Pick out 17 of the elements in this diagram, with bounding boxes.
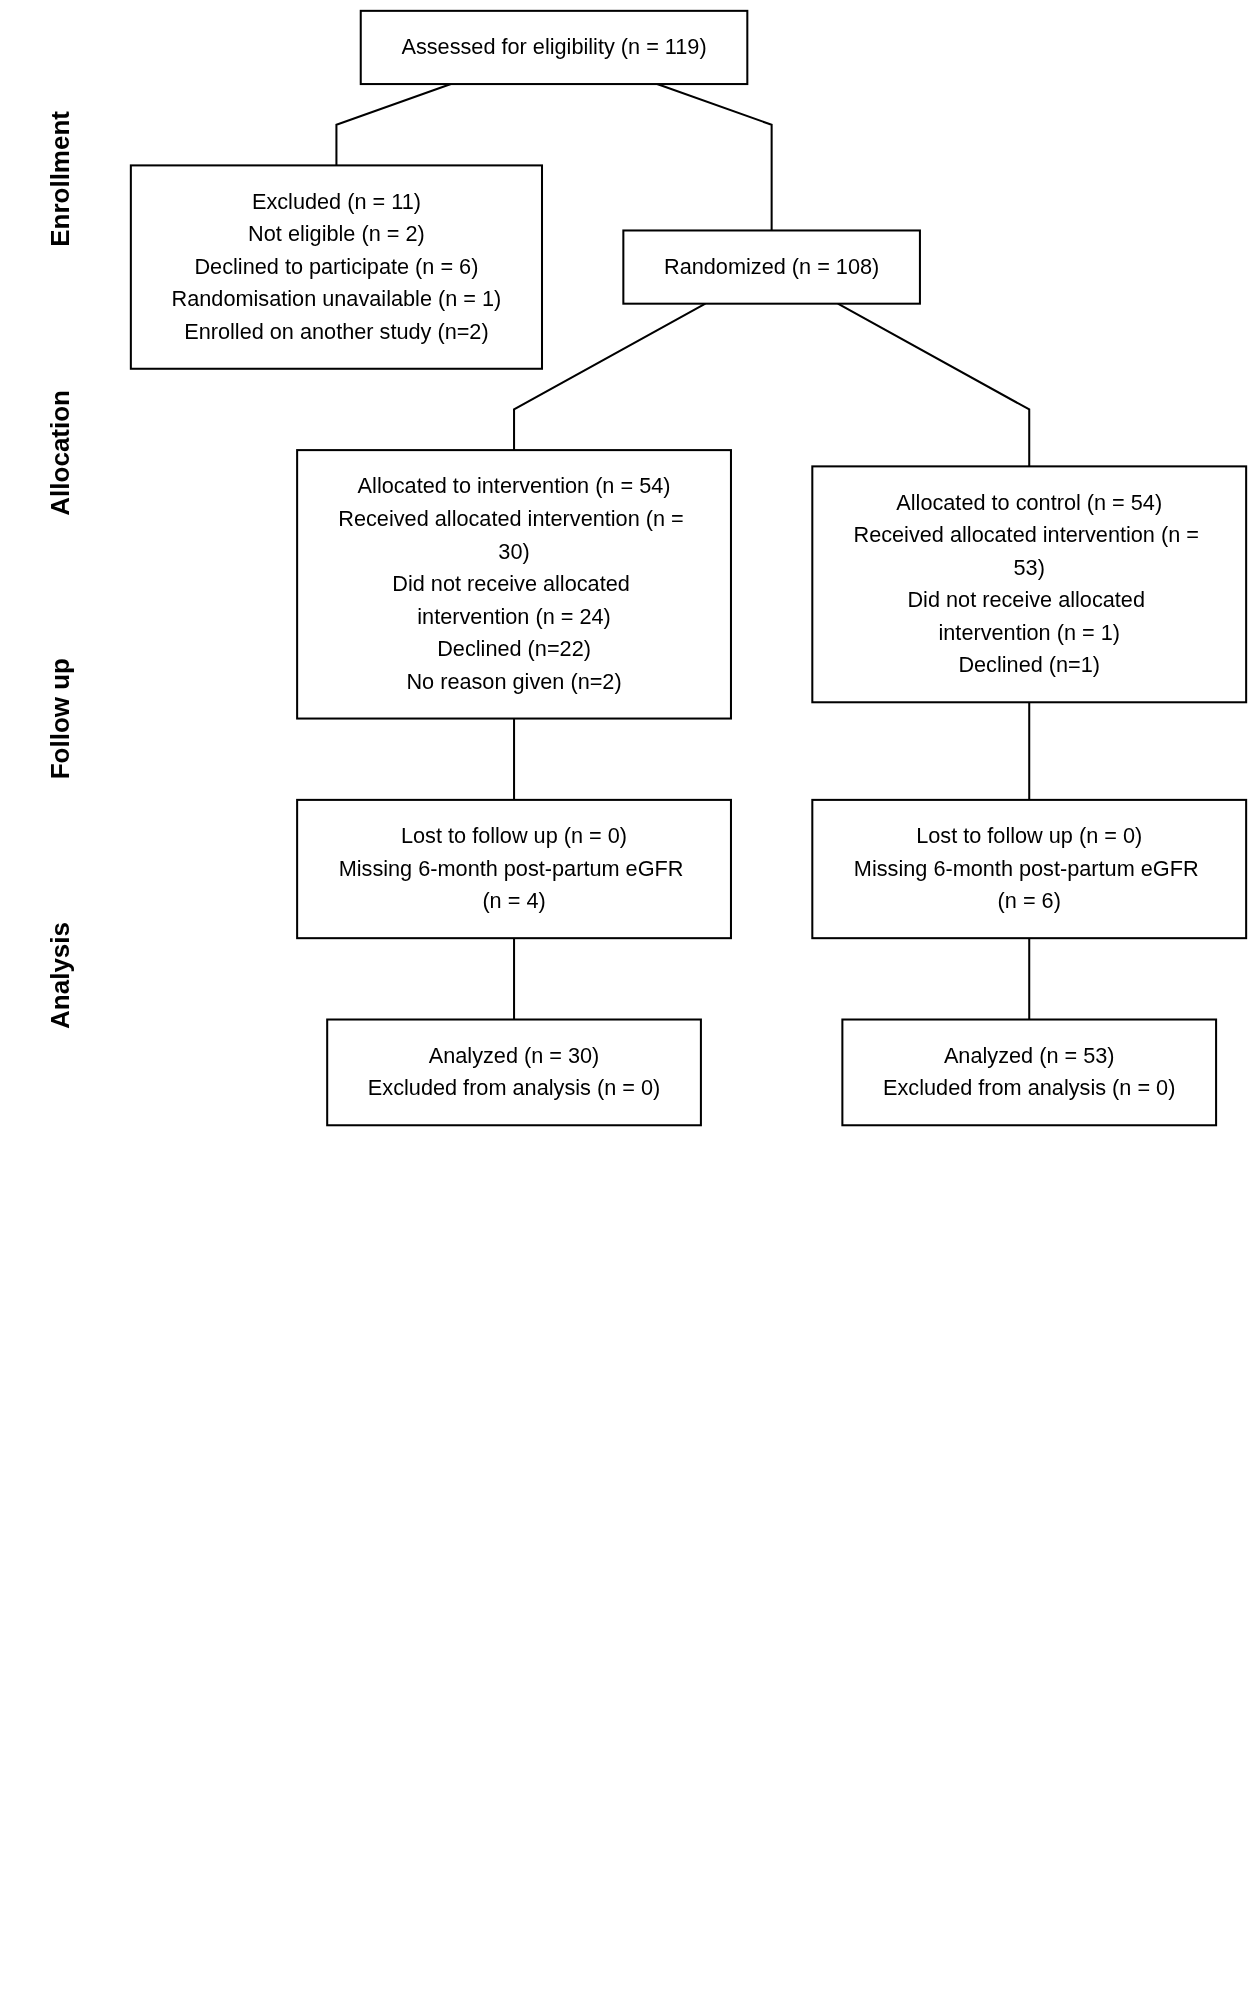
connector xyxy=(513,718,516,800)
node-box: Lost to follow up (n = 0) Missing 6-month post-partum eGFR (n = 6) xyxy=(811,798,1248,940)
connector xyxy=(513,938,516,1020)
phase-label: Allocation xyxy=(44,389,76,516)
node-box: Lost to follow up (n = 0) Missing 6-month post-partum eGFR (n = 4) xyxy=(296,798,732,940)
connector xyxy=(1028,702,1031,800)
connector xyxy=(1028,938,1031,1020)
node-box: Allocated to intervention (n = 54) Received allocated intervention (n = 30) Did not receive allocated intervention (n = 24) Declined (n=22) No reason given (n=2) xyxy=(296,449,732,720)
node-box: Analyzed (n = 53) Excluded from analysis (n = 0) xyxy=(841,1018,1218,1127)
phase-label: Enrollment xyxy=(44,111,76,248)
node-box: Randomized (n = 108) xyxy=(622,229,921,305)
node-box: Excluded (n = 11) Not eligible (n = 2) Declined to participate (n = 6) Randomisation unavailable (n = 1) Enrolled on another study (n=2) xyxy=(129,164,543,370)
phase-label: Follow up xyxy=(44,657,76,780)
phase-label: Analysis xyxy=(44,921,76,1029)
node-box: Assessed for eligibility (n = 119) xyxy=(359,9,749,86)
node-box: Allocated to control (n = 54) Received allocated intervention (n = 53) Did not receive allocated intervention (n = 1) Declined (n=1) xyxy=(811,465,1248,704)
node-box: Analyzed (n = 30) Excluded from analysis (n = 0) xyxy=(326,1018,702,1127)
